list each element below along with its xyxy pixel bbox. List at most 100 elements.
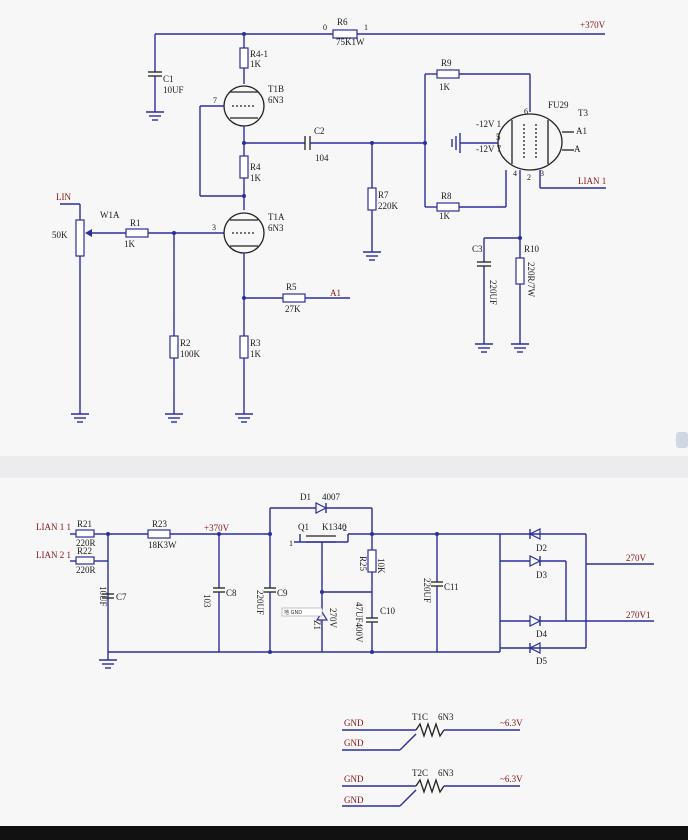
svg-text:0: 0 <box>323 23 327 32</box>
svg-text:地 GND: 地 GND <box>284 609 302 616</box>
tube-t1a <box>223 212 265 254</box>
svg-text:C3: C3 <box>472 244 483 254</box>
r22-resistor <box>75 556 95 565</box>
svg-text:220UF: 220UF <box>255 590 265 615</box>
svg-text:-12V 7: -12V 7 <box>476 144 502 154</box>
ground-psu <box>99 659 117 669</box>
svg-text:D2: D2 <box>536 543 547 553</box>
svg-text:C9: C9 <box>277 588 288 598</box>
w1a-pot <box>75 219 85 257</box>
svg-text:R3: R3 <box>250 338 261 348</box>
svg-text:270V: 270V <box>328 608 338 629</box>
svg-text:K1340: K1340 <box>322 522 347 532</box>
svg-text:~6.3V: ~6.3V <box>500 718 523 728</box>
svg-text:GND: GND <box>344 774 364 784</box>
amplifier-section: R6 75K1W 0 1 +370V C1 10UF R4-1 1K T1B 6… <box>52 17 606 423</box>
svg-text:C8: C8 <box>226 588 237 598</box>
svg-text:1K: 1K <box>250 173 262 183</box>
svg-text:1: 1 <box>364 23 368 32</box>
svg-text:4: 4 <box>513 169 517 178</box>
svg-text:T1B: T1B <box>268 84 284 94</box>
svg-text:3: 3 <box>540 169 544 178</box>
side-scroll-handle[interactable] <box>676 432 688 448</box>
r25-resistor <box>367 549 377 573</box>
svg-text:C2: C2 <box>314 126 325 136</box>
svg-text:5: 5 <box>496 132 501 142</box>
svg-text:6N3: 6N3 <box>268 223 284 233</box>
svg-text:1K: 1K <box>439 82 451 92</box>
ground-w1a <box>71 413 89 423</box>
svg-text:6: 6 <box>524 107 528 116</box>
svg-text:C11: C11 <box>444 582 459 592</box>
r10-resistor <box>515 257 525 285</box>
svg-text:~6.3V: ~6.3V <box>500 774 523 784</box>
tube-fu29 <box>497 113 574 171</box>
svg-text:R10: R10 <box>524 244 540 254</box>
svg-text:R21: R21 <box>77 519 92 529</box>
svg-text:18K3W: 18K3W <box>148 540 177 550</box>
svg-text:GND: GND <box>344 718 364 728</box>
ground-c1 <box>146 111 164 121</box>
svg-text:R2: R2 <box>180 338 191 348</box>
svg-text:220R: 220R <box>76 565 96 575</box>
heater-t1c: GND GND T1C 6N3 ~6.3V <box>342 712 523 751</box>
svg-text:103: 103 <box>202 594 212 608</box>
svg-text:D4: D4 <box>536 629 547 639</box>
svg-text:6N3: 6N3 <box>438 712 454 722</box>
tube-t1b <box>223 85 265 127</box>
svg-text:D5: D5 <box>536 656 547 666</box>
r6-label: R6 <box>337 17 348 27</box>
svg-text:W1A: W1A <box>100 210 120 220</box>
svg-text:27K: 27K <box>285 304 301 314</box>
ground-r2 <box>165 413 183 423</box>
r4-1-resistor <box>239 47 249 69</box>
svg-text:R4-1: R4-1 <box>250 49 268 59</box>
svg-text:R4: R4 <box>250 162 261 172</box>
ground-r7 <box>363 251 381 261</box>
svg-text:1: 1 <box>289 539 293 548</box>
r9-resistor <box>436 69 460 79</box>
c1-label: C1 <box>163 74 174 84</box>
svg-text:100K: 100K <box>180 349 201 359</box>
svg-text:GND: GND <box>344 795 364 805</box>
r7-resistor <box>367 187 377 211</box>
svg-text:FU29: FU29 <box>548 100 569 110</box>
svg-text:R9: R9 <box>441 58 452 68</box>
svg-text:2: 2 <box>343 524 347 533</box>
r8-resistor <box>436 202 460 212</box>
svg-text:1K: 1K <box>250 59 262 69</box>
r6-value: 75K1W <box>336 37 365 47</box>
svg-text:6N3: 6N3 <box>268 95 284 105</box>
svg-text:R7: R7 <box>378 190 389 200</box>
svg-text:C7: C7 <box>116 592 127 602</box>
net-lian2-1: LIAN 2 1 <box>36 550 71 560</box>
r6-resistor <box>332 29 358 39</box>
svg-text:T3: T3 <box>578 108 588 118</box>
svg-text:D1: D1 <box>300 492 311 502</box>
r23-resistor <box>147 529 171 539</box>
svg-text:7: 7 <box>213 96 217 105</box>
svg-text:T1A: T1A <box>268 212 285 222</box>
r5-resistor <box>282 293 306 303</box>
r3-resistor <box>239 335 249 359</box>
svg-text:Z1: Z1 <box>312 620 322 630</box>
net-270v1: 270V1 <box>626 610 651 620</box>
c1-value: 10UF <box>163 85 184 95</box>
bottom-bar <box>0 826 688 840</box>
svg-text:1K: 1K <box>124 239 136 249</box>
r1-resistor <box>125 228 149 238</box>
svg-text:R8: R8 <box>441 191 452 201</box>
svg-text:-12V 1: -12V 1 <box>476 119 501 129</box>
r21-resistor <box>75 529 95 538</box>
svg-text:6N3: 6N3 <box>438 768 454 778</box>
svg-text:220R: 220R <box>76 538 96 548</box>
svg-text:220UF: 220UF <box>488 280 498 305</box>
svg-text:T1C: T1C <box>412 712 428 722</box>
power-supply-section: LIAN 1 1 LIAN 2 1 R21 220R R22 220R C7 1… <box>36 492 654 807</box>
svg-text:R23: R23 <box>152 519 168 529</box>
net-lian1: LIAN 1 <box>578 176 606 186</box>
svg-text:220UF: 220UF <box>422 578 432 603</box>
ground-r3 <box>235 413 253 423</box>
